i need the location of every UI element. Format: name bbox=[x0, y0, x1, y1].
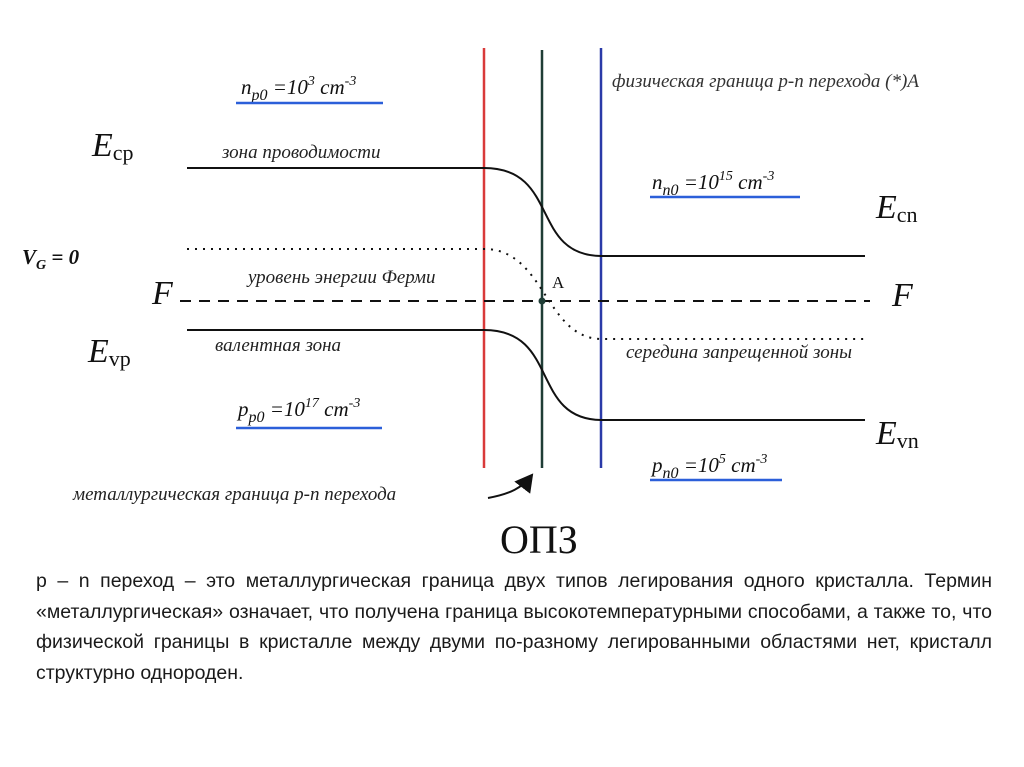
conduction-band-caption: зона проводимости bbox=[221, 142, 380, 163]
vg-label: VG = 0 bbox=[22, 245, 80, 273]
ecp-label: Ecp bbox=[91, 127, 134, 165]
conduction-band-edge bbox=[187, 167, 865, 257]
band-diagram: Ecp VG = 0 F Evp Ecn F Evn зона проводим… bbox=[22, 48, 919, 560]
svg-text:pn0 =105 cm-3: pn0 =105 cm-3 bbox=[650, 452, 767, 482]
pn0-concentration: pn0 =105 cm-3 bbox=[650, 452, 782, 482]
point-a-marker bbox=[538, 297, 546, 305]
ecn-label: Ecn bbox=[875, 189, 918, 227]
midgap-caption: середина запрещенной зоны bbox=[626, 342, 852, 363]
metallurgical-arrow bbox=[487, 473, 534, 499]
point-a-label: A bbox=[552, 273, 565, 292]
valence-band-edge bbox=[187, 329, 865, 421]
fermi-label-right: F bbox=[891, 277, 914, 314]
physical-boundary-caption: физическая граница p-n перехода (*)A bbox=[612, 71, 919, 92]
nn0-concentration: nn0 =1015 cm-3 bbox=[650, 169, 800, 199]
sce-label: ОПЗ bbox=[500, 517, 578, 560]
midgap-level bbox=[187, 248, 865, 340]
svg-text:nn0 =1015 cm-3: nn0 =1015 cm-3 bbox=[652, 169, 774, 199]
fermi-label-left: F bbox=[151, 275, 174, 312]
caption-text: p – n переход – это металлургическая гра… bbox=[36, 570, 992, 684]
np0-concentration: np0 =103 cm-3 bbox=[236, 74, 383, 105]
metallurgical-boundary-caption: металлургическая граница p-n перехода bbox=[72, 484, 396, 505]
svg-text:pp0 =1017 cm-3: pp0 =1017 cm-3 bbox=[236, 396, 360, 426]
pp0-concentration: pp0 =1017 cm-3 bbox=[236, 396, 382, 430]
evn-label: Evn bbox=[875, 415, 919, 453]
svg-text:np0 =103 cm-3: np0 =103 cm-3 bbox=[241, 74, 356, 104]
valence-band-caption: валентная зона bbox=[215, 335, 341, 356]
fermi-caption: уровень энергии Ферми bbox=[246, 267, 435, 288]
evp-label: Evp bbox=[87, 333, 131, 371]
